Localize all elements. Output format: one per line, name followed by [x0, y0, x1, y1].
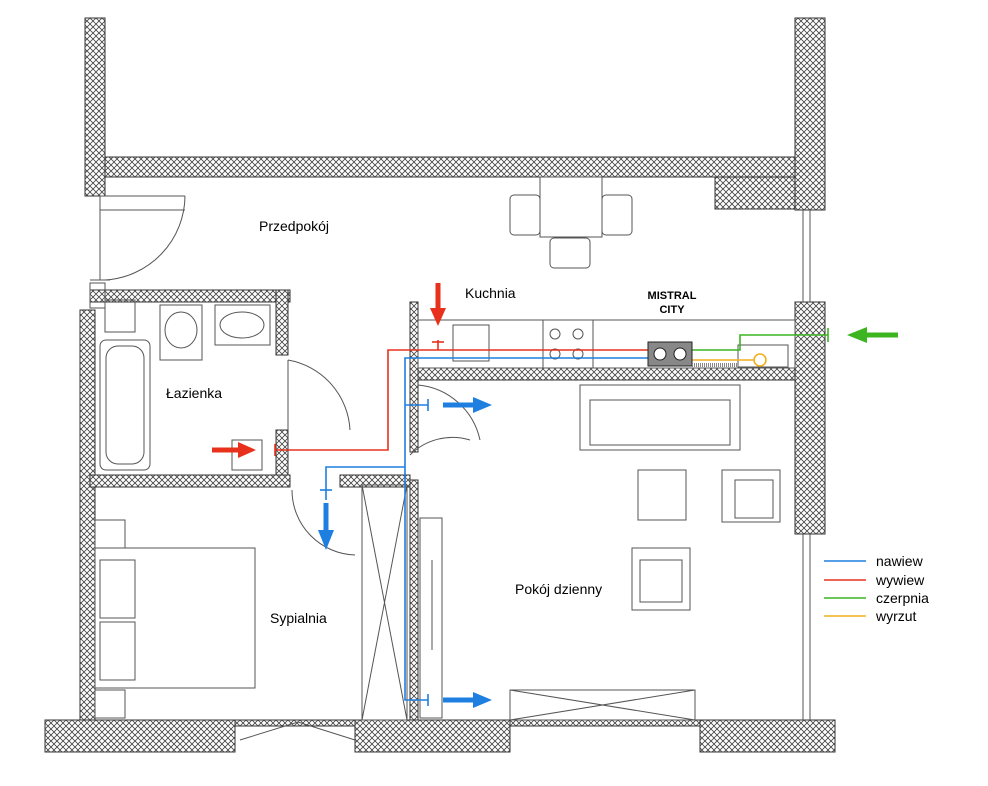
room-label-bathroom: Łazienka [166, 385, 222, 401]
legend-label-extract: wywiew [875, 572, 925, 588]
ventilation-unit [647, 341, 738, 367]
supply-arrow-living-bottom [443, 692, 492, 708]
extract-arrow-kitchen [430, 283, 446, 326]
extract-duct [274, 340, 650, 456]
extract-arrow-bathroom [212, 442, 256, 458]
legend: nawiew wywiew czerpnia wyrzut [824, 553, 929, 624]
supply-duct [320, 357, 650, 706]
room-label-living: Pokój dzienny [515, 581, 602, 597]
legend-label-exhaust: wyrzut [875, 608, 917, 624]
intake-arrow [847, 327, 898, 343]
supply-arrow-bedroom [318, 503, 334, 550]
walls [44, 17, 836, 753]
room-label-hall: Przedpokój [259, 218, 329, 234]
intake-duct [692, 328, 829, 351]
legend-label-intake: czerpnia [876, 590, 929, 606]
furniture [89, 176, 811, 741]
room-label-bedroom: Sypialnia [270, 610, 327, 626]
unit-label-line2: CITY [659, 304, 685, 316]
legend-label-supply: nawiew [876, 553, 924, 569]
supply-arrow-living-top [443, 397, 492, 413]
unit-label-line1: MISTRAL [648, 290, 697, 302]
room-label-kitchen: Kuchnia [465, 285, 516, 301]
exhaust-duct [692, 353, 767, 367]
